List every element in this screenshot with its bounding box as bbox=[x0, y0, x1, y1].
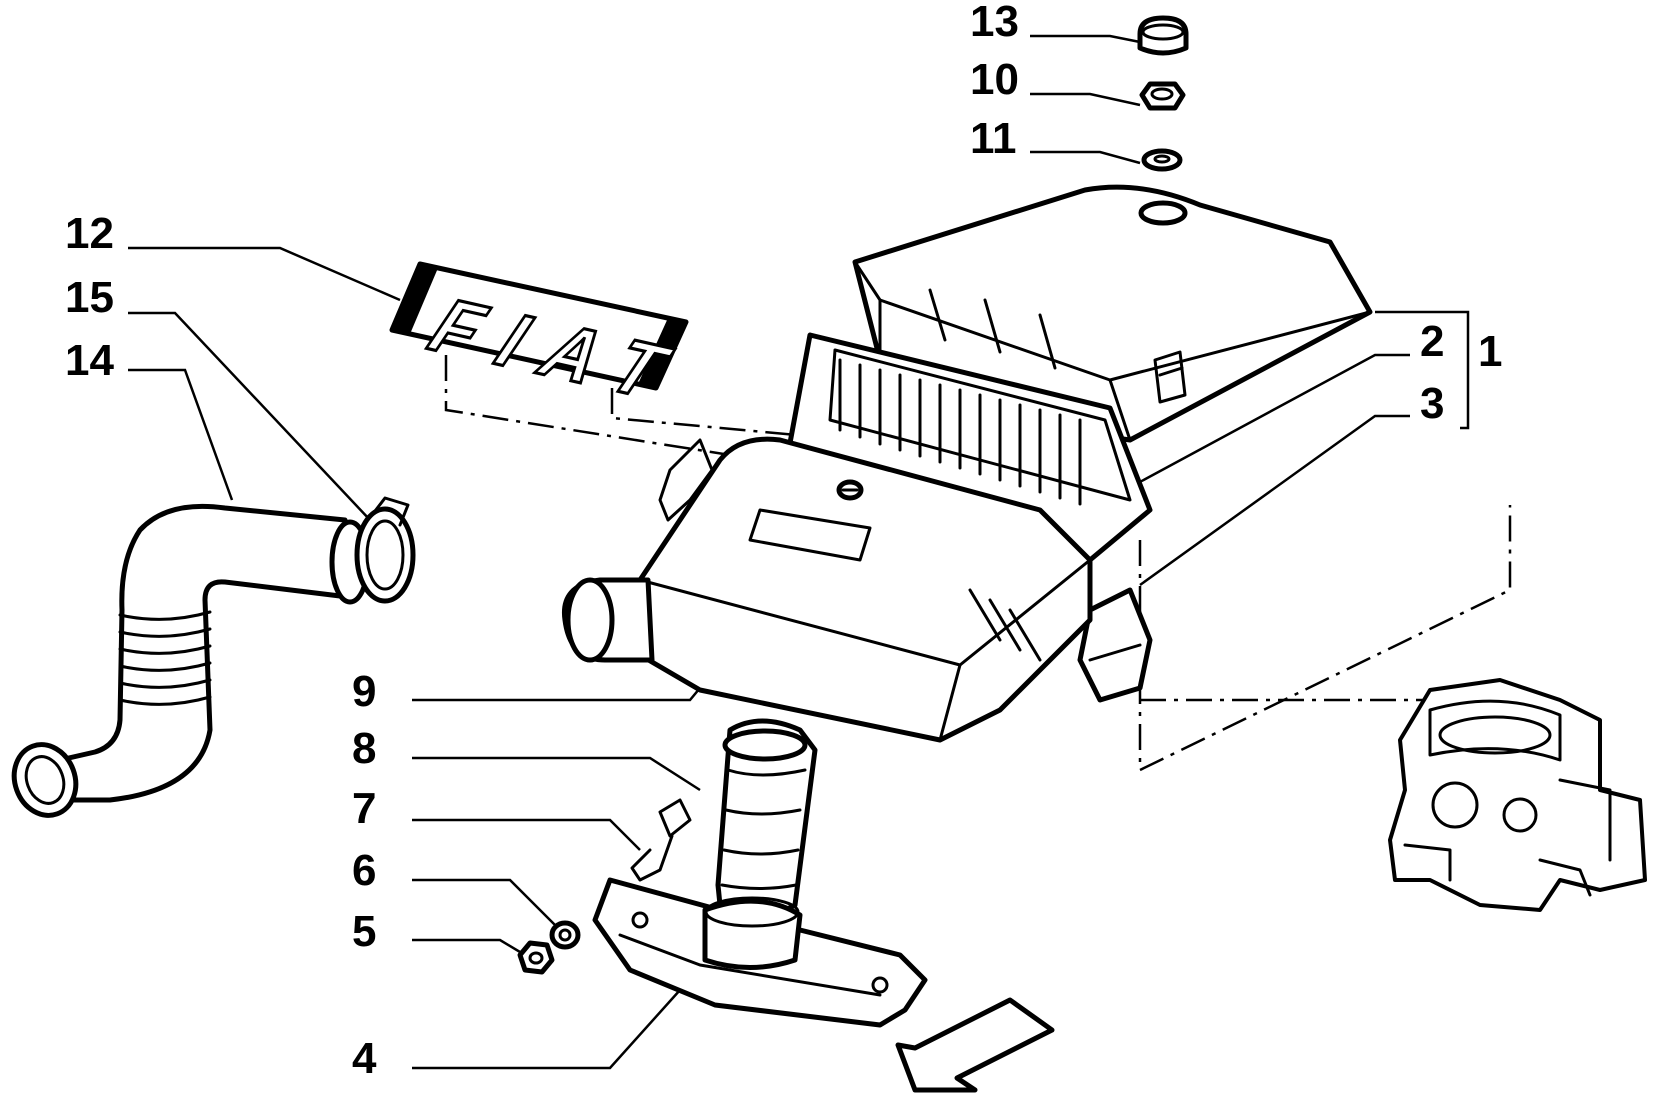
screw-part-9 bbox=[836, 479, 864, 501]
callout-8: 8 bbox=[352, 724, 376, 773]
hose-clamp-part-15 bbox=[354, 496, 416, 604]
leader-8 bbox=[412, 756, 701, 792]
callout-1: 1 bbox=[1478, 327, 1502, 376]
leader-lines bbox=[128, 34, 1470, 1070]
carburetor bbox=[1388, 678, 1647, 912]
callout-14: 14 bbox=[65, 336, 114, 385]
callout-10: 10 bbox=[970, 55, 1019, 104]
connector-hose-part-8 bbox=[715, 718, 818, 918]
washer-part-11 bbox=[1141, 148, 1183, 172]
leader-2 bbox=[1124, 353, 1410, 492]
washer-part-6 bbox=[549, 920, 581, 950]
nut-part-5 bbox=[517, 940, 555, 975]
leader-13 bbox=[1030, 34, 1151, 46]
callout-5: 5 bbox=[352, 907, 376, 956]
callout-13: 13 bbox=[970, 0, 1019, 46]
intake-hose-part-14 bbox=[11, 503, 371, 818]
callout-15: 15 bbox=[65, 273, 114, 322]
cap-part-13 bbox=[1137, 15, 1189, 56]
leader-10 bbox=[1030, 92, 1141, 107]
air-filter-housing bbox=[561, 436, 1093, 743]
leader-6 bbox=[412, 878, 561, 931]
leader-11 bbox=[1030, 150, 1141, 165]
leader-7 bbox=[412, 818, 641, 851]
leader-4 bbox=[412, 989, 681, 1070]
callout-9: 9 bbox=[352, 667, 376, 716]
leader-5 bbox=[412, 938, 526, 957]
callout-2: 2 bbox=[1420, 317, 1444, 366]
leader-12 bbox=[128, 246, 401, 302]
leader-15 bbox=[128, 311, 371, 521]
base-plate-part-4 bbox=[592, 877, 928, 1028]
callout-12: 12 bbox=[65, 209, 114, 258]
leader-3 bbox=[1139, 414, 1410, 587]
callout-7: 7 bbox=[352, 784, 376, 833]
front-direction-arrow bbox=[895, 997, 1055, 1093]
valve-flap-part-3 bbox=[1077, 587, 1153, 703]
callout-labels: 13 10 11 12 15 14 2 1 3 9 8 7 6 5 4 bbox=[65, 0, 1502, 1083]
leader-14 bbox=[128, 368, 234, 501]
nut-part-10 bbox=[1139, 81, 1186, 111]
callout-3: 3 bbox=[1420, 379, 1444, 428]
callout-6: 6 bbox=[352, 846, 376, 895]
fiat-decal-part-12: FIAT bbox=[389, 261, 689, 416]
leader-1-bracket bbox=[1375, 310, 1470, 430]
callout-4: 4 bbox=[352, 1034, 377, 1083]
callout-11: 11 bbox=[970, 114, 1017, 163]
clip-part-7 bbox=[630, 798, 692, 882]
